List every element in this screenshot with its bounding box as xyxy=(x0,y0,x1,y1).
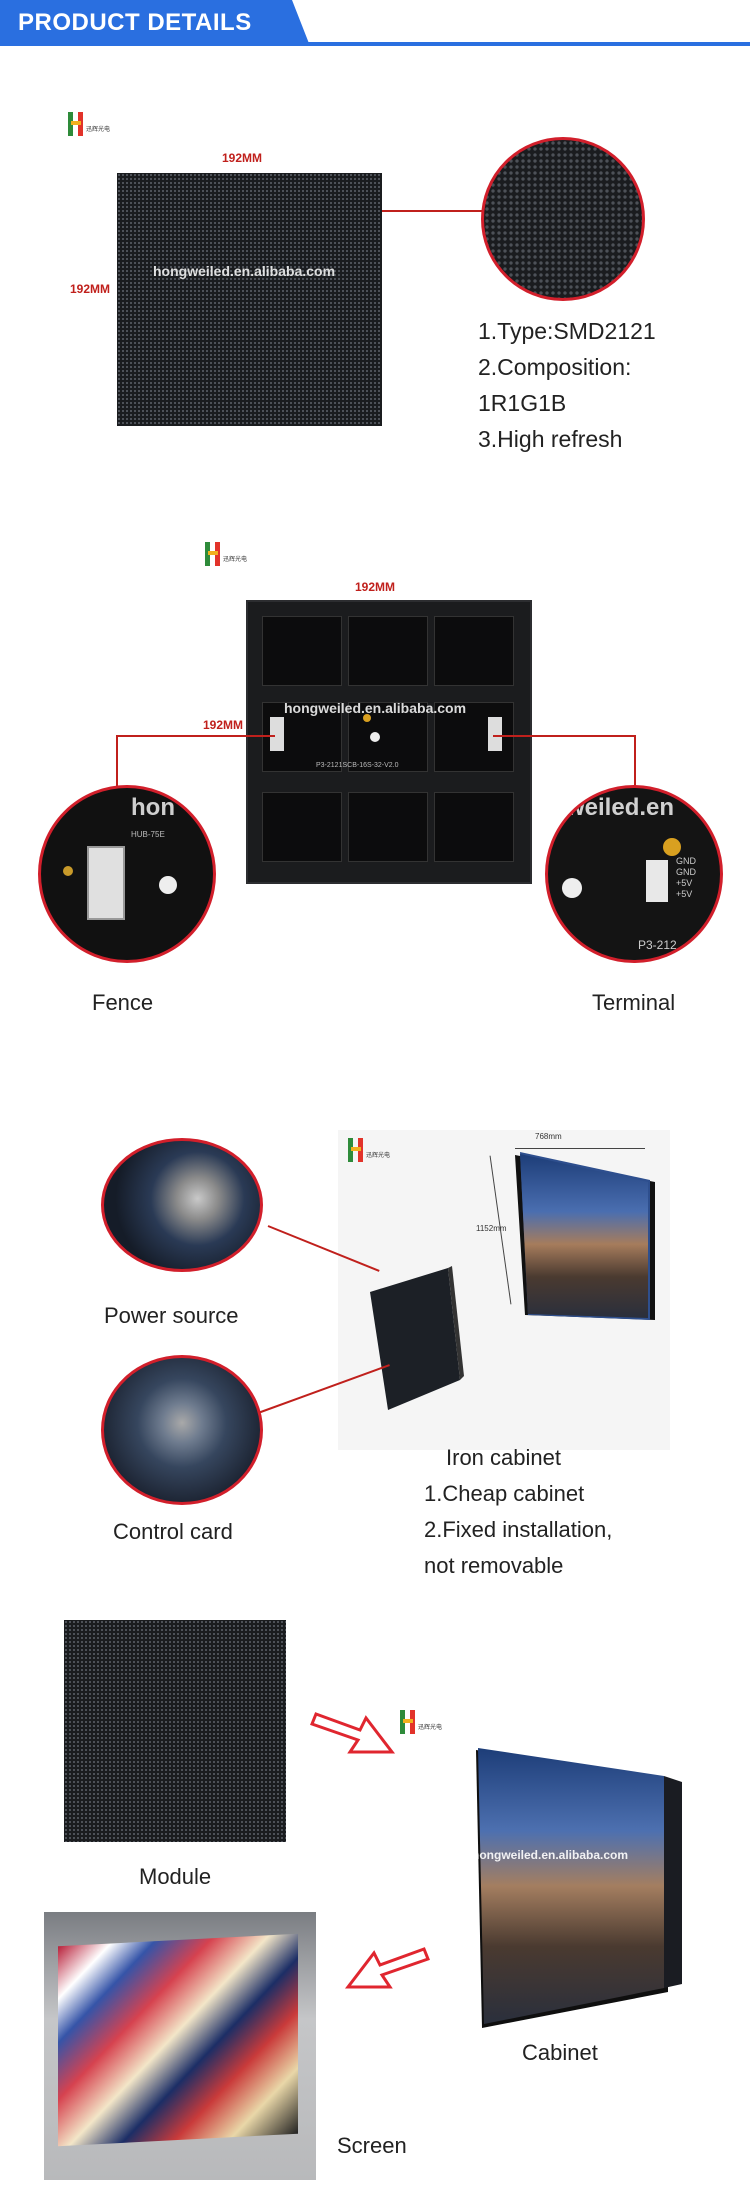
pixel-zoom-circle xyxy=(481,137,645,301)
cabinet-illustration xyxy=(370,1152,655,1410)
spec-composition-value: 1R1G1B xyxy=(478,390,567,416)
board-part-number: P3-2121SCB-16S-32-V2.0 xyxy=(316,762,399,769)
spec-refresh: 3.High refresh xyxy=(478,426,623,452)
watermark: hongweiled.en.alibaba.com xyxy=(472,1848,629,1862)
cabinet-height-dim: 1152mm xyxy=(476,1224,507,1233)
module-width-label: 192MM xyxy=(222,151,263,165)
zoom-connector-line xyxy=(382,210,482,212)
watermark: hongweiled.en.alibaba.com xyxy=(284,700,467,716)
control-card-zoom xyxy=(101,1355,263,1505)
fence-zoom-circle: hon HUB-75E xyxy=(38,785,216,963)
brand-logo: 迅辉光电 xyxy=(348,1136,392,1168)
cabinet-point-2: 2.Fixed installation, xyxy=(424,1517,613,1542)
brand-logo: 迅辉光电 xyxy=(400,1708,444,1740)
brand-logo: 迅辉光电 xyxy=(68,110,112,142)
screen-caption: Screen xyxy=(337,2133,407,2158)
cabinet-caption: Cabinet xyxy=(522,2040,598,2065)
arrow-left-icon xyxy=(344,1947,430,1989)
spec-type: 1.Type:SMD2121 xyxy=(478,318,656,344)
cabinet-photo xyxy=(476,1748,682,2028)
installed-screen xyxy=(58,1933,298,2147)
cabinet-width-dim: 768mm xyxy=(535,1132,562,1141)
led-module-back: P3-2121SCB-16S-32-V2.0 hongweiled.en.ali… xyxy=(246,600,532,884)
cabinet-point-1: 1.Cheap cabinet xyxy=(424,1481,585,1506)
cabinet-point-2-cont: not removable xyxy=(424,1553,564,1578)
cabinet-type: Iron cabinet xyxy=(446,1445,561,1470)
fence-connector-v xyxy=(116,735,118,787)
fence-connector-h xyxy=(116,735,275,737)
brand-logo: 迅辉光电 xyxy=(205,540,249,572)
cabinet-info: Iron cabinet 1.Cheap cabinet 2.Fixed ins… xyxy=(424,1440,612,1584)
back-width-label: 192MM xyxy=(355,580,396,594)
watermark: hongweiled.en.alibaba.com xyxy=(153,263,336,279)
module-photo xyxy=(64,1620,286,1842)
page-title: PRODUCT DETAILS xyxy=(18,9,252,36)
arrow-right-icon xyxy=(310,1712,396,1754)
spec-composition: 2.Composition: xyxy=(478,354,632,380)
fence-caption: Fence xyxy=(92,990,154,1015)
terminal-zoom-circle: weiled.en GND GND +5V +5V P3-212 xyxy=(545,785,723,963)
header-rule xyxy=(0,42,750,46)
header-tab xyxy=(0,0,310,46)
power-source-caption: Power source xyxy=(104,1303,239,1328)
power-source-zoom xyxy=(101,1138,263,1272)
module-height-label: 192MM xyxy=(70,282,111,296)
terminal-connector-h xyxy=(493,735,636,737)
led-module-front: hongweiled.en.alibaba.com xyxy=(117,173,382,426)
terminal-connector-v xyxy=(634,735,636,787)
control-card-caption: Control card xyxy=(113,1519,233,1544)
back-height-label: 192MM xyxy=(203,718,244,732)
screen-photo xyxy=(44,1912,316,2180)
spec-list: 1.Type:SMD2121 2.Composition: 1R1G1B 3.H… xyxy=(478,313,656,457)
module-caption: Module xyxy=(139,1864,212,1889)
terminal-caption: Terminal xyxy=(592,990,676,1015)
